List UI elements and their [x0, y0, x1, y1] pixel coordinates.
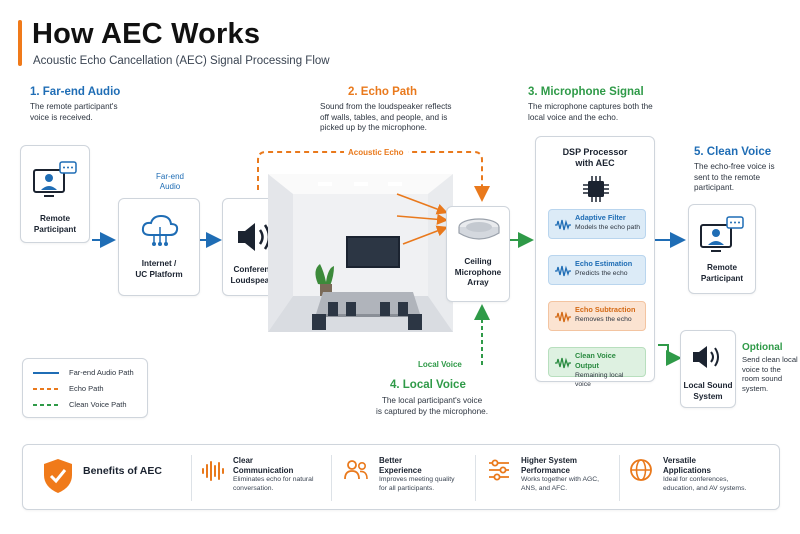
- title-accent-bar: [18, 20, 22, 66]
- remote-participant-icon: [33, 161, 77, 197]
- step5-title: 5. Clean Voice: [694, 146, 772, 158]
- step3-title: 3. Microphone Signal: [528, 86, 644, 98]
- legend-item-clean-voice: Clean Voice Path: [69, 400, 127, 409]
- chip-icon: [583, 176, 609, 202]
- legend-swatches: [33, 372, 59, 406]
- waveform-icon: [202, 461, 224, 481]
- waveform-icon: [555, 219, 571, 231]
- legend-box: Far-end Audio Path Echo Path Clean Voice…: [22, 358, 148, 418]
- people-icon: [344, 460, 368, 480]
- cloud-network-icon: [141, 214, 179, 246]
- benefit-higher-performance: Higher System Performance Works together…: [521, 456, 600, 492]
- shield-check-icon: [44, 459, 72, 493]
- internet-platform-card: Internet /UC Platform: [118, 198, 200, 296]
- page-subtitle: Acoustic Echo Cancellation (AEC) Signal …: [33, 55, 330, 67]
- benefit-versatile-applications: Versatile Applications Ideal for confere…: [663, 456, 747, 492]
- legend-item-echo: Echo Path: [69, 384, 104, 393]
- benefit-clear-communication: Clear Communication Eliminates echo for …: [233, 456, 314, 492]
- remote-participant-icon: [700, 216, 744, 252]
- legend-item-far-end: Far-end Audio Path: [69, 368, 134, 377]
- sliders-icon: [489, 459, 509, 481]
- acoustic-echo-label: Acoustic Echo: [344, 148, 408, 157]
- local-voice-label: Local Voice: [418, 360, 462, 369]
- globe-icon: [630, 459, 652, 481]
- internet-platform-label: Internet /UC Platform: [135, 259, 183, 279]
- ceiling-mic-icon: [458, 218, 500, 240]
- benefits-bar: Benefits of AEC Clear Communication Elim…: [22, 444, 780, 510]
- benefits-heading: Benefits of AEC: [83, 465, 162, 477]
- benefit-better-experience: Better Experience Improves meeting quali…: [379, 456, 455, 492]
- echo-reflection-arrows: [396, 193, 449, 245]
- waveform-icon: [555, 311, 571, 323]
- step2-title: 2. Echo Path: [348, 86, 418, 98]
- waveform-icon: [555, 265, 571, 277]
- step1-title: 1. Far-end Audio: [30, 86, 121, 98]
- page-title: How AEC Works: [32, 18, 261, 50]
- step4-title: 4. Local Voice: [390, 379, 466, 391]
- optional-title: Optional: [742, 342, 783, 353]
- arrow-dsp-to-local-sound: [658, 344, 682, 366]
- waveform-icon: [555, 357, 571, 369]
- speaker-icon: [693, 346, 719, 368]
